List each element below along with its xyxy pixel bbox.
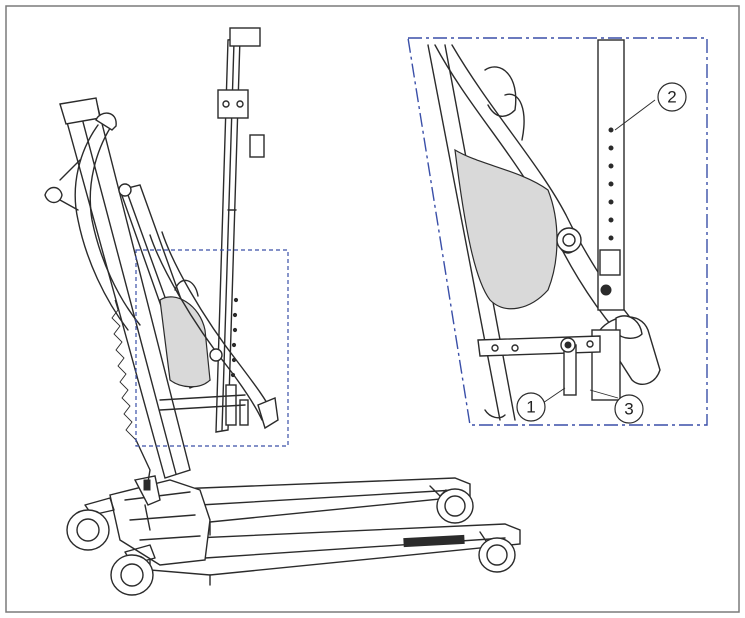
figure-frame bbox=[5, 5, 740, 613]
lower-handle bbox=[149, 231, 279, 430]
patient-lift-drawing bbox=[44, 27, 521, 596]
push-handle bbox=[44, 112, 141, 331]
callout-3: 3 bbox=[614, 394, 644, 424]
callout-2-text: 2 bbox=[667, 88, 676, 107]
detail-boom-bar bbox=[591, 39, 625, 401]
detail-view: 1 2 3 bbox=[407, 37, 708, 426]
caster-rear-left bbox=[66, 497, 115, 551]
leader-line-2 bbox=[614, 99, 656, 131]
callout-3-text: 3 bbox=[624, 400, 633, 419]
boom-arm bbox=[215, 27, 265, 433]
detail-wheel bbox=[556, 227, 582, 253]
callout-2: 2 bbox=[657, 82, 687, 112]
caster-front-right bbox=[478, 531, 516, 573]
caster-rear-right bbox=[429, 485, 474, 524]
detail-indicator-box bbox=[135, 249, 289, 447]
lock-pin bbox=[560, 337, 577, 396]
brand-label bbox=[403, 534, 465, 548]
callout-1-text: 1 bbox=[526, 398, 535, 417]
knee-support bbox=[159, 279, 246, 411]
callout-1: 1 bbox=[516, 392, 546, 422]
caster-front-left bbox=[110, 544, 156, 596]
actuator-cable bbox=[111, 299, 151, 491]
leader-line-3 bbox=[589, 389, 619, 399]
